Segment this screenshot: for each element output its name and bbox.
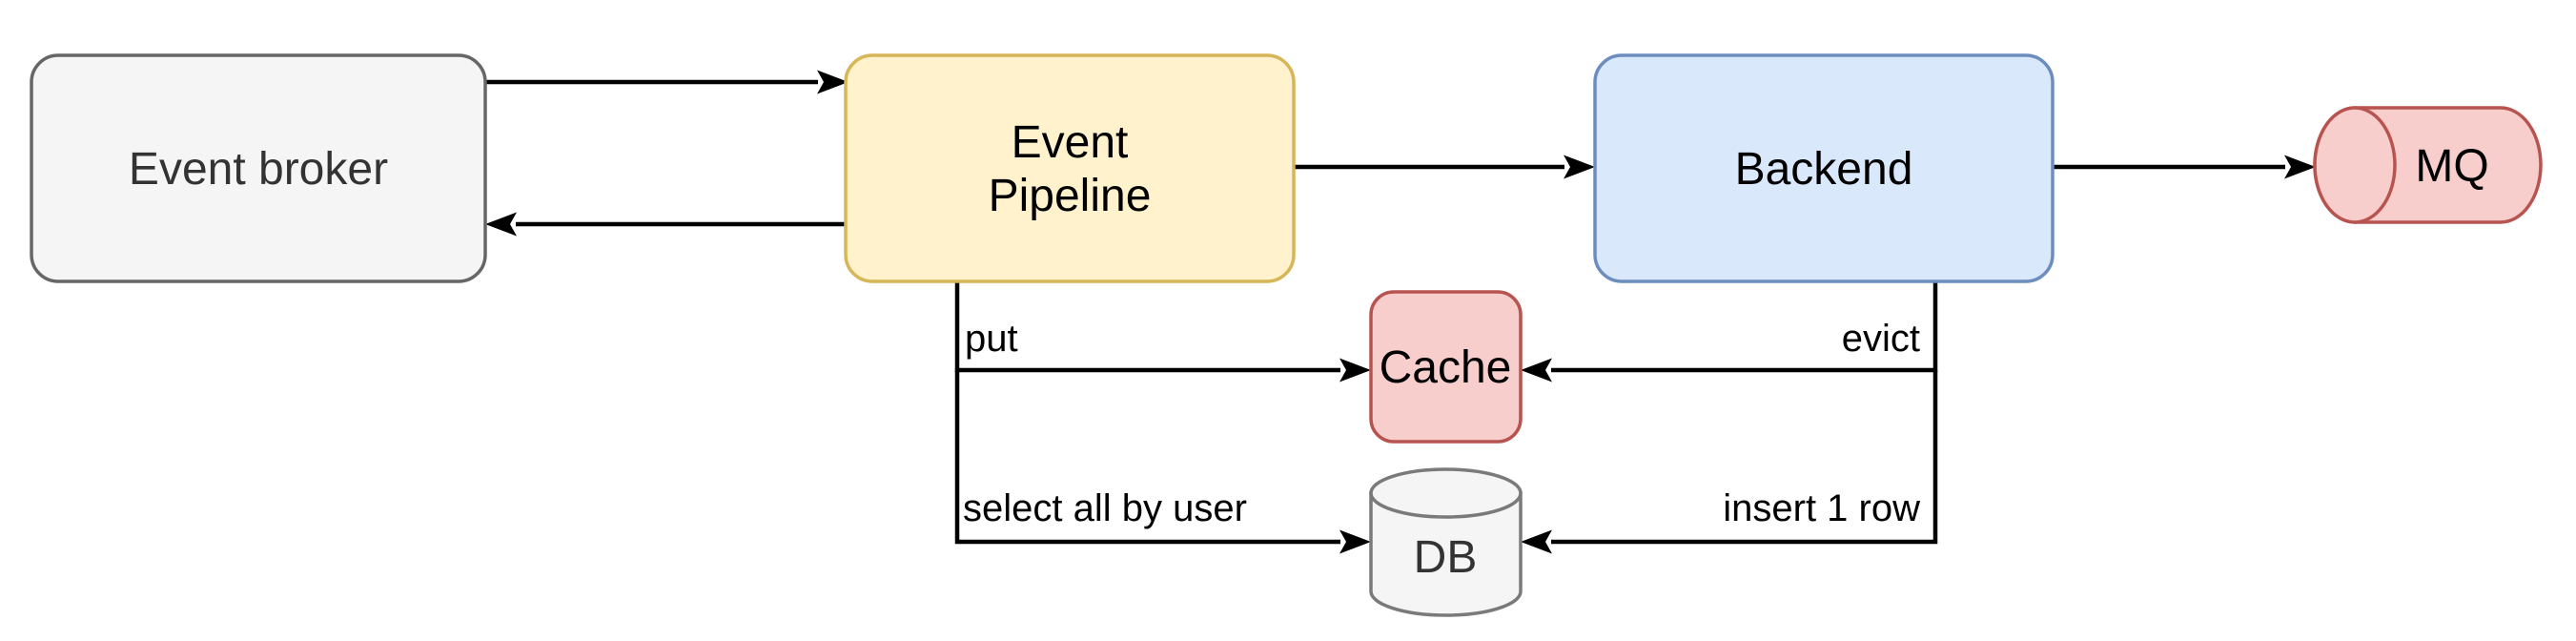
edge-label-put: put — [965, 318, 1018, 360]
event-pipeline-node — [844, 53, 1296, 283]
arrowhead-right-icon — [1339, 529, 1371, 554]
db-label: DB — [1414, 532, 1478, 583]
edges-layer — [485, 70, 2316, 554]
arrow-pipeline-to-backend — [1294, 155, 1595, 179]
arrowhead-left-icon — [1521, 358, 1552, 383]
arrow-pipeline-to-db — [954, 370, 1371, 554]
edge-labels-layer: put evict select all by user insert 1 ro… — [963, 318, 1920, 529]
edge-label-select-all-by-user: select all by user — [963, 487, 1247, 529]
backend-node — [1593, 53, 2055, 283]
arrowhead-left-icon — [1521, 529, 1552, 554]
cache-label: Cache — [1380, 342, 1512, 393]
event-broker-label: Event broker — [129, 144, 388, 195]
edge-label-evict: evict — [1842, 318, 1920, 360]
cache-node — [1369, 290, 1523, 444]
arrow-elbow-line — [954, 370, 1340, 545]
db-node — [1369, 467, 1523, 617]
backend-label: Backend — [1735, 144, 1913, 195]
arrow-backend-to-db — [1521, 370, 1938, 554]
arrowhead-right-icon — [1564, 155, 1595, 179]
edge-label-insert-1-row: insert 1 row — [1723, 487, 1920, 529]
nodes-layer: Event broker Event Pipeline Backend MQ C… — [30, 53, 2543, 617]
mq-label: MQ — [2415, 141, 2488, 192]
arrowhead-right-icon — [1339, 358, 1371, 383]
arrow-elbow-line — [1551, 370, 1938, 545]
event-pipeline-label-line2: Pipeline — [989, 171, 1152, 221]
arrowhead-left-icon — [485, 212, 517, 237]
mq-node — [2313, 106, 2543, 224]
arrow-broker-to-pipeline — [485, 70, 848, 94]
arrowhead-right-icon — [817, 70, 848, 94]
arrowhead-right-icon — [2284, 155, 2316, 179]
event-pipeline-label-line1: Event — [1012, 117, 1129, 168]
db-cylinder-cap — [1369, 467, 1523, 519]
event-broker-node — [30, 53, 487, 283]
mq-cylinder-cap — [2313, 106, 2397, 224]
arrow-pipeline-to-broker — [485, 212, 846, 237]
db-cylinder-body — [1369, 491, 1523, 617]
arrow-backend-to-mq — [2053, 155, 2316, 179]
arrow-pipeline-to-cache — [954, 281, 1371, 383]
